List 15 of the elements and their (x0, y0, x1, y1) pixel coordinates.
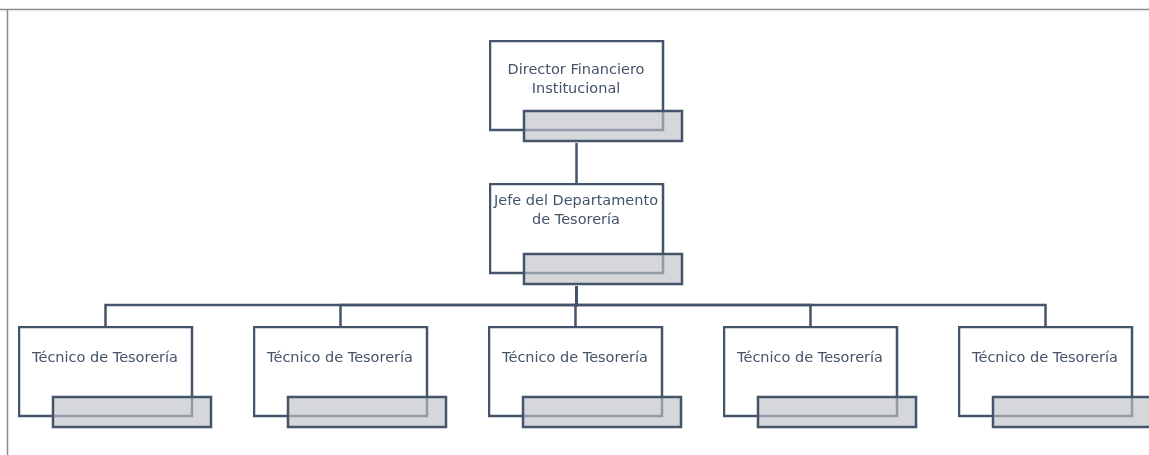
org-box (489, 40, 684, 143)
org-box (18, 326, 213, 429)
org-box (723, 326, 918, 429)
connector-line (575, 143, 578, 183)
org-box (958, 326, 1149, 429)
position-title: Director Financiero Institucional (506, 60, 646, 98)
position-title: Técnico de Tesorería (971, 348, 1119, 367)
position-title: Técnico de Tesorería (31, 348, 179, 367)
position-title: Técnico de Tesorería (266, 348, 414, 367)
position-title: Técnico de Tesorería (501, 348, 649, 367)
org-box (489, 183, 684, 286)
org-box (253, 326, 448, 429)
position-title: Técnico de Tesorería (736, 348, 884, 367)
org-box (488, 326, 683, 429)
position-title: Jefe del Departamento de Tesorería (492, 191, 660, 229)
